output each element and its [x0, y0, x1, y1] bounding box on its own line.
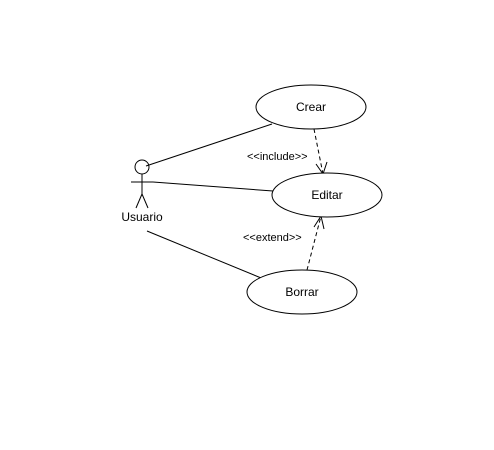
use-case-borrar-ellipse — [246, 269, 358, 315]
use-case-editar[interactable]: Editar — [271, 172, 383, 218]
association-editar — [152, 181, 274, 192]
actor-usuario[interactable]: Usuario — [121, 159, 163, 224]
actor-right-leg — [141, 193, 149, 209]
association-borrar — [146, 230, 267, 281]
actor-head — [134, 159, 150, 175]
extend-arrowhead — [313, 214, 325, 230]
extend-dependency — [306, 215, 322, 271]
include-dependency — [313, 128, 324, 175]
use-case-crear-label: Crear — [296, 100, 326, 114]
use-case-crear[interactable]: Crear — [255, 84, 367, 130]
actor-label: Usuario — [121, 210, 163, 224]
actor-left-leg — [135, 193, 143, 209]
use-case-editar-ellipse — [271, 172, 383, 218]
association-crear — [145, 123, 273, 167]
use-case-borrar-label: Borrar — [285, 285, 318, 299]
use-case-borrar[interactable]: Borrar — [246, 269, 358, 315]
include-arrowhead — [315, 161, 328, 176]
extend-label: <<extend>> — [243, 232, 302, 244]
include-label: <<include>> — [247, 151, 308, 163]
use-case-editar-label: Editar — [311, 188, 342, 202]
use-case-crear-ellipse — [255, 84, 367, 130]
